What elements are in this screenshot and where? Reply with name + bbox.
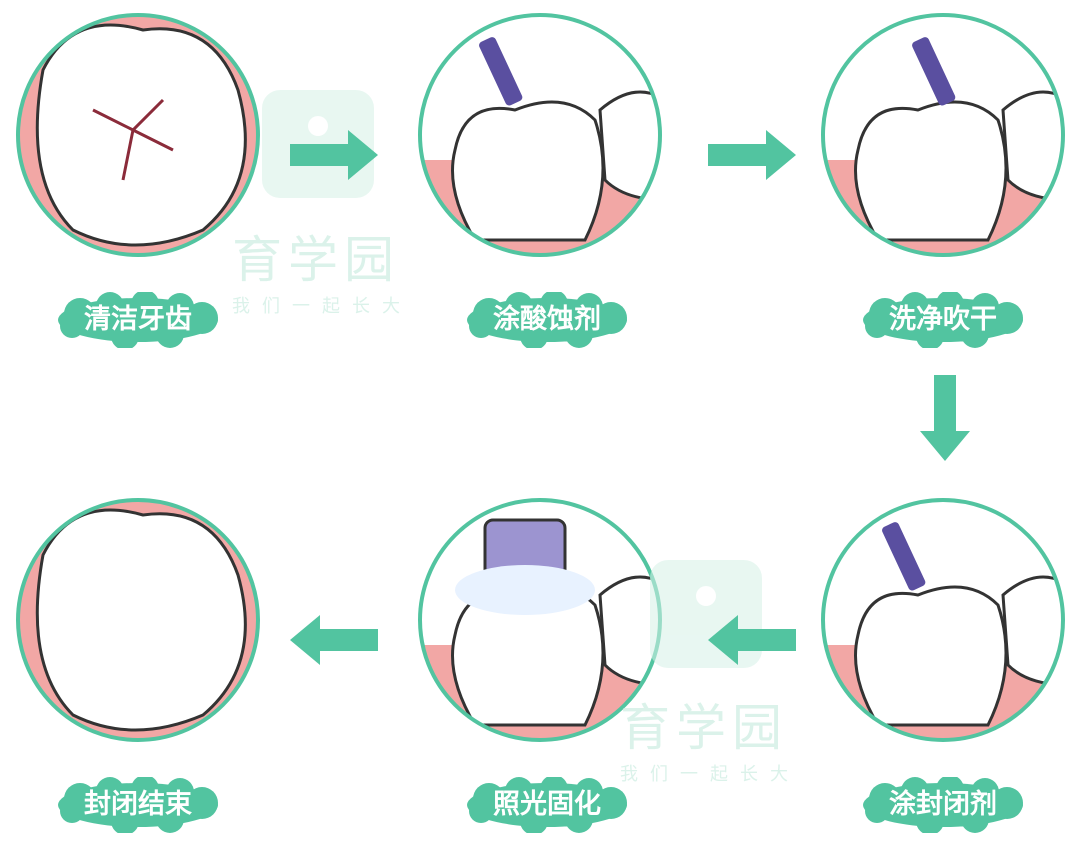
- step-2-illustration: [415, 10, 665, 260]
- step-label-text: 涂封闭剂: [889, 789, 997, 820]
- watermark-text: 育学园 我们一起长大: [232, 212, 412, 318]
- step-label-text: 照光固化: [493, 789, 601, 820]
- sealed-tooth-icon: [16, 498, 260, 742]
- step-label-5: 照光固化: [459, 777, 635, 833]
- watermark-slogan: 我们一起长大: [620, 764, 800, 785]
- arrow-left-icon: [290, 615, 378, 665]
- step-1-illustration: [13, 10, 263, 260]
- step-5-illustration: [415, 495, 665, 745]
- watermark-brand: 育学园: [620, 699, 788, 757]
- step-label-4: 涂封闭剂: [855, 777, 1031, 833]
- step-label-3: 洗净吹干: [855, 292, 1031, 348]
- watermark-brand: 育学园: [232, 231, 400, 289]
- arrow-left-icon: [708, 615, 796, 665]
- arrow-down-icon: [920, 375, 970, 461]
- rinse-dry-tooth-icon: [821, 13, 1065, 257]
- apply-sealant-tooth-icon: [821, 498, 1065, 742]
- step-label-2: 涂酸蚀剂: [459, 292, 635, 348]
- light-cure-tooth-icon: [418, 498, 662, 742]
- step-4-illustration: [818, 495, 1068, 745]
- brush-acid-tooth-icon: [418, 13, 662, 257]
- step-6-illustration: [13, 495, 263, 745]
- step-label-text: 洗净吹干: [889, 304, 997, 335]
- arrow-right-icon: [290, 130, 378, 180]
- watermark-slogan: 我们一起长大: [232, 296, 412, 317]
- arrow-right-icon: [708, 130, 796, 180]
- watermark-text-2: 育学园 我们一起长大: [620, 680, 800, 786]
- cracked-tooth-icon: [16, 13, 260, 257]
- step-label-text: 清洁牙齿: [84, 304, 192, 335]
- step-label-1: 清洁牙齿: [50, 292, 226, 348]
- step-label-text: 封闭结束: [84, 789, 192, 820]
- step-label-text: 涂酸蚀剂: [493, 304, 601, 335]
- step-3-illustration: [818, 10, 1068, 260]
- step-label-6: 封闭结束: [50, 777, 226, 833]
